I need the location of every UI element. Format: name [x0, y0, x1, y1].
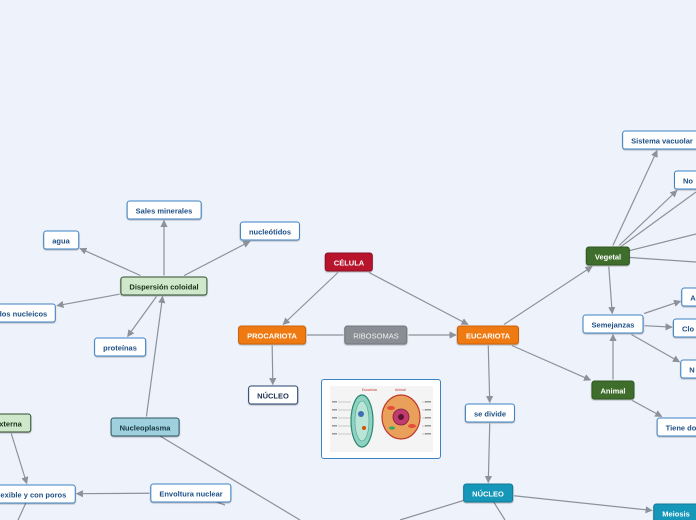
node-clo[interactable]: Clo	[672, 318, 696, 338]
edge-dispersion-to-acidos	[56, 293, 120, 309]
node-a-item[interactable]: A	[681, 287, 696, 307]
edge-eucariota-to-sedivide	[485, 345, 494, 404]
node-eucariota[interactable]: EUCARIOTA	[456, 325, 520, 345]
node-nucleotidos[interactable]: nucleótidos	[239, 221, 301, 241]
edge-vegetal-to-vacuolar	[612, 149, 658, 246]
edge-semejanzas-to-a_item	[643, 299, 682, 315]
edge-eucariota-to-animal	[511, 344, 592, 381]
node-dispersion[interactable]: Dispersión coloidal	[120, 276, 208, 296]
edge-offscreen-0	[607, 191, 696, 257]
edge-dispersion-to-agua	[79, 247, 141, 277]
node-procariota[interactable]: PROCARIOTA	[238, 325, 306, 345]
edge-procariota-to-nucleo_pro	[269, 345, 277, 386]
edge-vegetal-to-no	[618, 190, 678, 246]
node-agua[interactable]: agua	[43, 230, 79, 250]
node-envoltura[interactable]: Envoltura nuclear	[150, 483, 232, 503]
node-semejanzas[interactable]: Semejanzas	[582, 314, 644, 334]
cell-illustration-image[interactable]: Eucariota Animal	[321, 379, 441, 459]
edge-dispersion-to-nucleotidos	[183, 240, 251, 277]
node-no[interactable]: No	[674, 170, 696, 190]
node-animal[interactable]: Animal	[591, 380, 635, 400]
node-acidos[interactable]: ácidos nucleicos	[0, 303, 57, 323]
node-meiosis[interactable]: Meiosis	[653, 503, 696, 520]
node-proteinas[interactable]: proteínas	[94, 337, 146, 357]
node-tiene[interactable]: Tiene do	[656, 417, 696, 437]
node-nucleo-pro[interactable]: NÚCLEO	[248, 385, 298, 405]
image-caption-right: Animal	[395, 388, 406, 392]
cell-diagram-icon: Eucariota Animal	[330, 386, 433, 452]
edge-offscreen-3	[144, 426, 301, 520]
node-flexible[interactable]: Flexible y con poros	[0, 484, 76, 504]
edge-semejanzas-to-clo	[644, 323, 673, 331]
node-nucleoplasma[interactable]: Nucleoplasma	[110, 417, 180, 437]
node-externa[interactable]: Externa	[0, 413, 31, 433]
edge-celula-to-eucariota	[368, 271, 469, 326]
edge-celula-to-procariota	[282, 272, 339, 325]
edge-sedivide-to-nucleo_euc	[484, 423, 493, 484]
node-vegetal[interactable]: Vegetal	[585, 246, 631, 266]
node-sales[interactable]: Sales minerales	[126, 200, 202, 220]
node-nucleo-euc[interactable]: NÚCLEO	[463, 483, 513, 503]
node-celula[interactable]: CÉLULA	[324, 252, 374, 272]
edge-animal-to-tiene	[632, 399, 663, 418]
image-caption-left: Eucariota	[362, 388, 377, 392]
edge-externa-to-flexible	[10, 433, 29, 485]
edge-eucariota-to-vegetal	[503, 265, 593, 326]
edge-dispersion-to-proteinas	[127, 296, 157, 338]
edge-vegetal-to-semejanzas	[608, 266, 616, 315]
node-n-item[interactable]: N	[680, 359, 696, 379]
edge-nucleo_euc-to-meiosis	[513, 495, 653, 514]
node-vacuolar[interactable]: Sistema vacuolar	[622, 130, 696, 150]
edge-semejanzas-to-n_item	[631, 333, 681, 363]
node-ribosomas[interactable]: RIBOSOMAS	[344, 325, 408, 345]
node-sedivide[interactable]: se divide	[464, 403, 516, 423]
edge-nucleoplasma-to-dispersion	[145, 295, 166, 417]
